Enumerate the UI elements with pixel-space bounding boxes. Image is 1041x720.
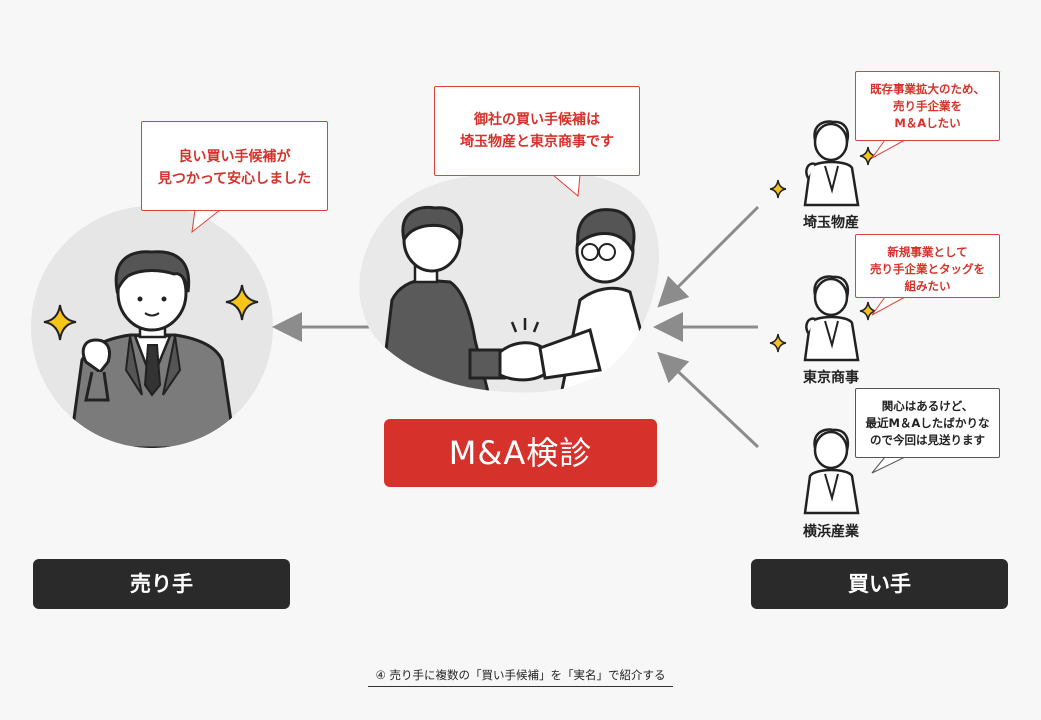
buyer-speech-bubble-2: 新規事業として 売り手企業とタッグを 組みたい: [855, 234, 1000, 298]
sparkle-icon: [859, 146, 877, 166]
bubble-line: 売り手企業とタッグを: [870, 262, 985, 276]
bubble-line: 見つかって安心しました: [157, 171, 312, 187]
sparkle-icon: [43, 304, 77, 341]
bubble-line: 組みたい: [904, 279, 951, 293]
buyer-speech-bubble-3: 関心はあるけど、 最近M＆Aしたばかりな ので今回は見送ります: [855, 388, 1000, 458]
bubble-line: ので今回は見送ります: [870, 433, 985, 447]
bubble-line: 御社の買い手候補は: [474, 112, 600, 128]
sparkle-icon: [225, 284, 259, 321]
buyer-name: 埼玉物産: [803, 215, 859, 231]
handshake-illustration: [359, 171, 659, 393]
seller-illustration: [31, 206, 273, 448]
bubble-line: 良い買い手候補が: [178, 149, 291, 165]
seller-speech-bubble: 良い買い手候補が 見つかって安心しました: [141, 121, 328, 211]
arrow-left-icon: [657, 205, 760, 308]
buyer-name: 横浜産業: [803, 524, 859, 540]
bubble-line: 埼玉物産と東京商事です: [460, 134, 614, 150]
bubble-line: 既存事業拡大のため、: [870, 82, 985, 96]
buyer-person-icon: [803, 428, 860, 515]
sparkle-icon: [769, 179, 787, 199]
bubble-line: 最近M＆Aしたばかりな: [865, 416, 990, 430]
sparkle-icon: [859, 301, 877, 321]
buyer-name: 東京商事: [803, 370, 859, 386]
bubble-line: 売り手企業を: [893, 99, 962, 113]
buyer-person-icon: [803, 275, 860, 362]
advisor-speech-bubble: 御社の買い手候補は 埼玉物産と東京商事です: [434, 86, 640, 176]
buyer-person-icon: [803, 120, 860, 207]
buyer-speech-bubble-1: 既存事業拡大のため、 売り手企業を M＆Aしたい: [855, 71, 1000, 141]
bubble-line: M＆Aしたい: [894, 116, 961, 130]
bubble-line: 関心はあるけど、: [881, 399, 974, 413]
mna-service-badge: M&A検診: [384, 419, 657, 487]
buyer-label: 買い手: [751, 559, 1008, 609]
sparkle-icon: [769, 333, 787, 353]
figure-caption: ④ 売り手に複数の「買い手候補」を「実名」で紹介する: [368, 667, 673, 687]
arrow-left-icon: [657, 351, 760, 449]
bubble-line: 新規事業として: [887, 245, 968, 259]
seller-label: 売り手: [33, 559, 290, 609]
